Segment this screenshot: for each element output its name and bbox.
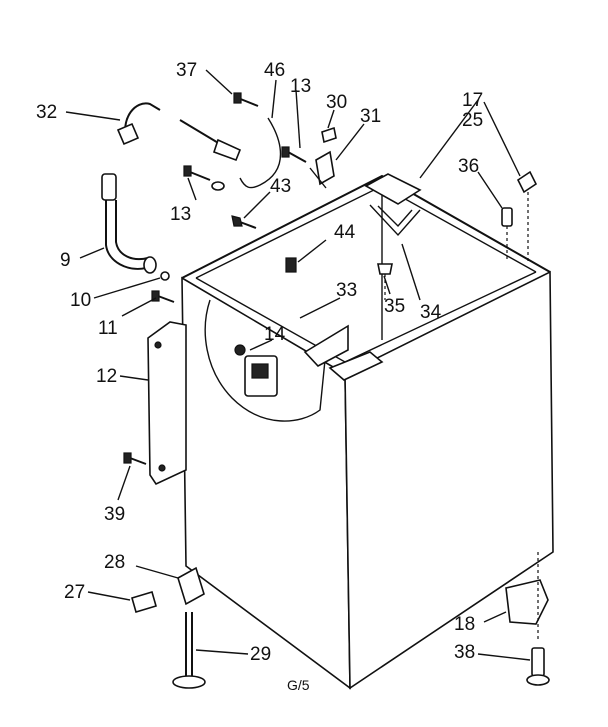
clip-17 <box>516 170 538 262</box>
callout-28: 28 <box>104 552 125 573</box>
screw-39 <box>123 452 147 465</box>
callout-labels: 37 46 13 30 31 17 25 32 36 43 13 44 9 10… <box>36 60 483 665</box>
callout-30: 30 <box>326 92 347 113</box>
front-leg-assembly <box>131 566 206 689</box>
callout-11: 11 <box>98 318 118 339</box>
fill-hose <box>116 102 282 189</box>
callout-34: 34 <box>420 302 442 323</box>
callout-43: 43 <box>270 176 291 197</box>
screw-43 <box>231 215 257 229</box>
callout-13-left: 13 <box>170 204 191 225</box>
drain-hose <box>101 173 170 281</box>
screw-11 <box>151 290 175 303</box>
callout-46: 46 <box>264 60 285 81</box>
callout-27: 27 <box>64 582 85 603</box>
screw-36 <box>501 207 513 262</box>
figure-code: G/5 <box>287 677 310 693</box>
inner-bracket <box>303 324 384 381</box>
callout-13-top: 13 <box>290 76 311 97</box>
callout-31: 31 <box>360 106 381 127</box>
callout-33: 33 <box>336 280 357 301</box>
callout-39: 39 <box>104 504 125 525</box>
cabinet-body <box>181 174 554 690</box>
timer-switch <box>234 344 278 397</box>
callout-12: 12 <box>96 366 117 387</box>
callout-18: 18 <box>454 614 475 635</box>
callout-17: 17 <box>462 90 483 111</box>
callout-25: 25 <box>462 110 483 131</box>
callout-38: 38 <box>454 642 475 663</box>
callout-37: 37 <box>176 60 197 81</box>
side-plate <box>147 321 187 486</box>
screw-13-left <box>183 165 225 191</box>
top-brace <box>364 173 422 237</box>
callout-14: 14 <box>264 324 286 345</box>
bumper-35 <box>377 263 393 300</box>
clip-44 <box>285 257 297 273</box>
callout-10: 10 <box>70 290 91 311</box>
callout-32: 32 <box>36 102 57 123</box>
callout-29: 29 <box>250 644 271 665</box>
screw-37 <box>233 92 259 107</box>
callout-36: 36 <box>458 156 479 177</box>
screw-13-top <box>281 146 307 163</box>
clip-30 <box>321 126 337 144</box>
rear-leg-assembly <box>505 552 550 686</box>
callout-44: 44 <box>334 222 356 243</box>
callout-9: 9 <box>60 250 71 271</box>
clamp-31 <box>309 150 335 189</box>
callout-35: 35 <box>384 296 405 317</box>
leader-lines <box>65 69 531 661</box>
